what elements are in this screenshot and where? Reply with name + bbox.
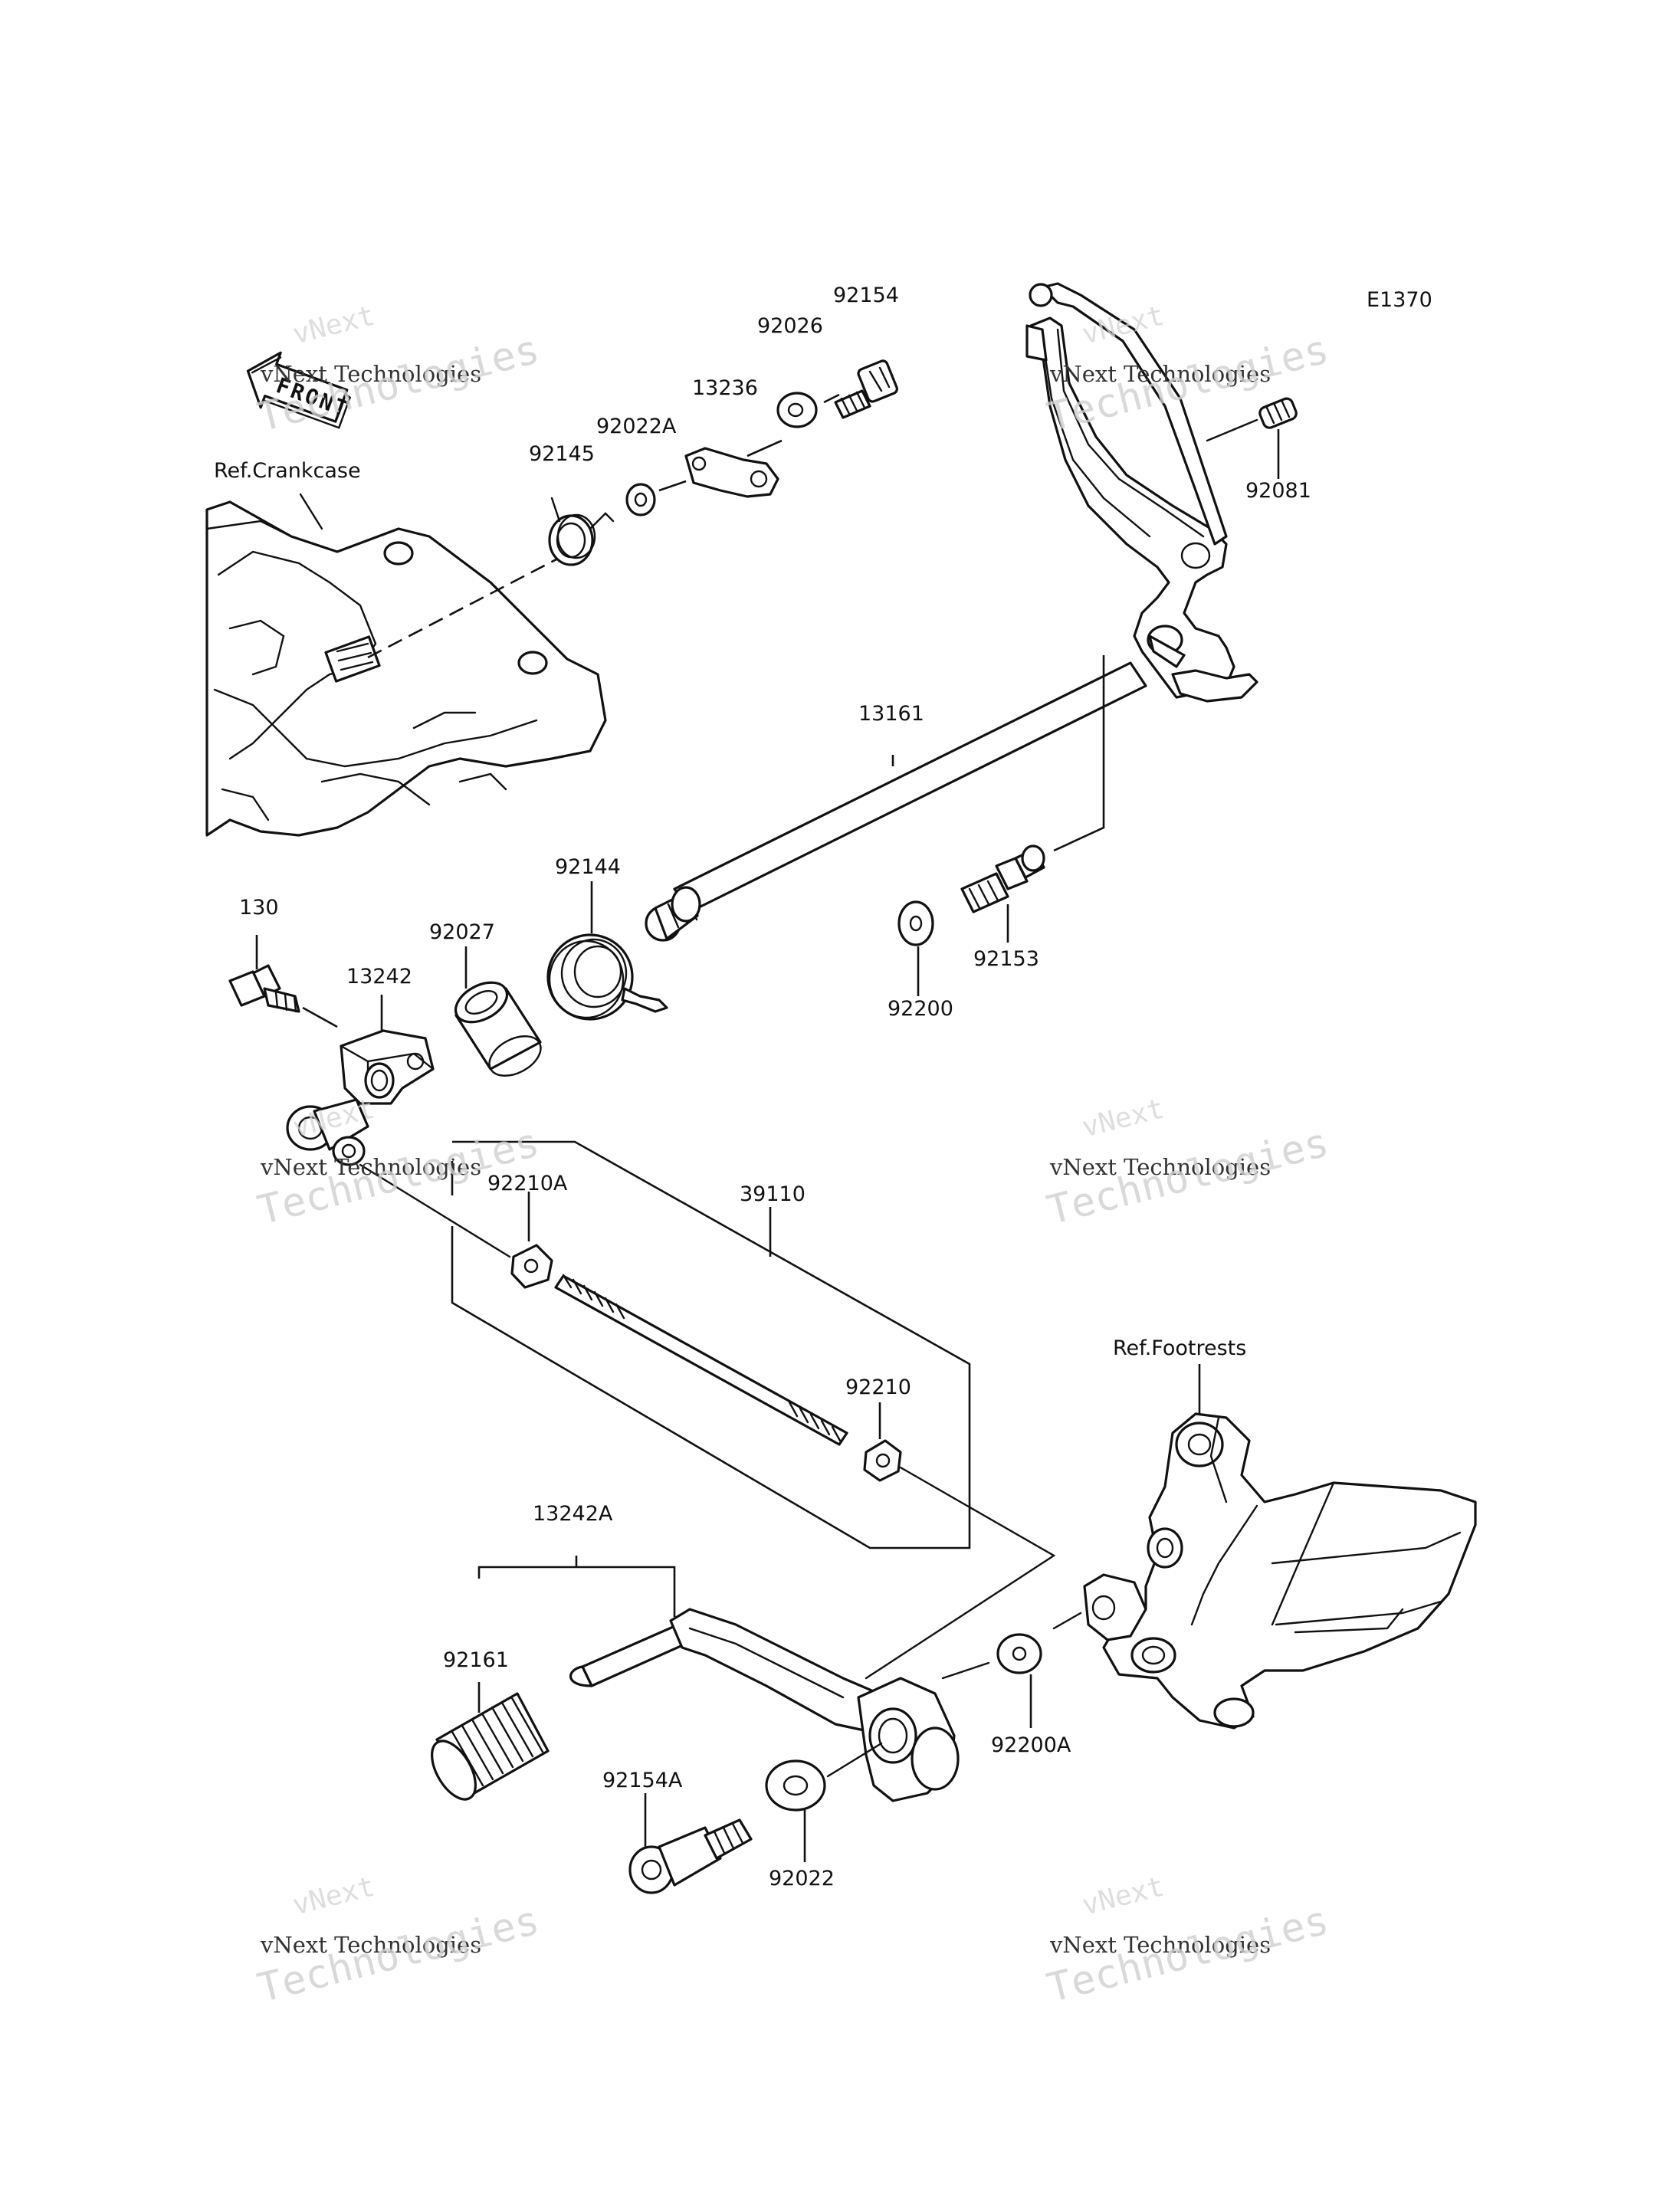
svg-text:vNext: vNext [290,300,378,351]
bracket-39110 [451,1140,971,1549]
nut-92210 [863,1439,902,1482]
crankcase-outline [205,493,607,837]
svg-text:vNext Technologies: vNext Technologies [1049,1932,1271,1958]
label-92161[interactable]: 92161 [443,1648,509,1672]
washer-92026 [776,392,818,428]
label-92022[interactable]: 92022 [769,1867,835,1890]
bolt-130 [228,964,300,1013]
watermark-1: vNext vNext Technologies Technologies [254,300,544,441]
bolt-92154A [628,1818,753,1894]
label-92200A[interactable]: 92200A [991,1733,1071,1757]
rubber-92161 [431,1692,550,1801]
svg-text:vNext: vNext [1079,1871,1167,1922]
nut-92210A [510,1244,553,1289]
part-labels: E1370 Ref.Crankcase Ref.Footrests 92154 … [214,284,1432,1890]
footrest-bracket [1083,1412,1477,1730]
spring-92144 [546,933,668,1021]
bolt-92154 [834,359,898,419]
svg-text:vNext Technologies: vNext Technologies [260,1932,481,1958]
label-130[interactable]: 130 [239,896,279,920]
label-13242A[interactable]: 13242A [533,1502,613,1526]
watermark-5: vNext vNext Technologies Technologies [254,1871,544,2012]
spring-92081 [1206,397,1298,442]
bushing-92027 [454,981,542,1077]
label-92200[interactable]: 92200 [888,997,953,1021]
washer-92022 [765,1759,826,1812]
lever-clamp-13242 [286,1029,435,1166]
plate-13236 [684,447,779,498]
watermark-4: vNext vNext Technologies Technologies [1043,1094,1334,1235]
svg-text:vNext Technologies: vNext Technologies [260,361,481,387]
washer-92022A [625,483,656,516]
label-13236[interactable]: 13236 [692,376,758,400]
label-92154[interactable]: 92154 [833,284,899,307]
label-92026[interactable]: 92026 [757,314,823,338]
label-13242[interactable]: 13242 [346,965,412,989]
tie-rod-39110 [554,1274,848,1446]
label-92145[interactable]: 92145 [529,442,595,466]
svg-text:vNext Technologies: vNext Technologies [1049,1154,1271,1180]
label-92210A[interactable]: 92210A [487,1172,568,1195]
diagram-code: E1370 [1367,288,1432,312]
ref-footrests-label: Ref.Footrests [1113,1336,1246,1360]
washer-92200A [996,1633,1042,1674]
label-13161[interactable]: 13161 [858,702,924,726]
label-92154A[interactable]: 92154A [602,1769,683,1792]
label-92153[interactable]: 92153 [973,947,1039,971]
label-92022A[interactable]: 92022A [596,415,677,438]
label-92081[interactable]: 92081 [1245,479,1311,503]
shift-shaft-13161 [645,282,1258,942]
svg-text:vNext Technologies: vNext Technologies [260,1154,481,1180]
ref-crankcase-label: Ref.Crankcase [214,459,361,483]
assembly-line-92145 [367,550,572,659]
bolt-92153 [960,844,1045,913]
label-92027[interactable]: 92027 [429,920,495,944]
svg-text:vNext: vNext [290,1871,378,1922]
label-92210[interactable]: 92210 [845,1376,911,1399]
shift-lever-13242A [569,1608,960,1802]
label-92144[interactable]: 92144 [555,855,621,879]
washer-92200 [897,900,934,946]
svg-text:vNext Technologies: vNext Technologies [1049,361,1271,387]
watermark-6: vNext vNext Technologies Technologies [1043,1871,1334,2012]
svg-text:vNext: vNext [1079,1094,1167,1144]
label-39110[interactable]: 39110 [740,1182,806,1206]
spring-92145 [548,497,615,566]
